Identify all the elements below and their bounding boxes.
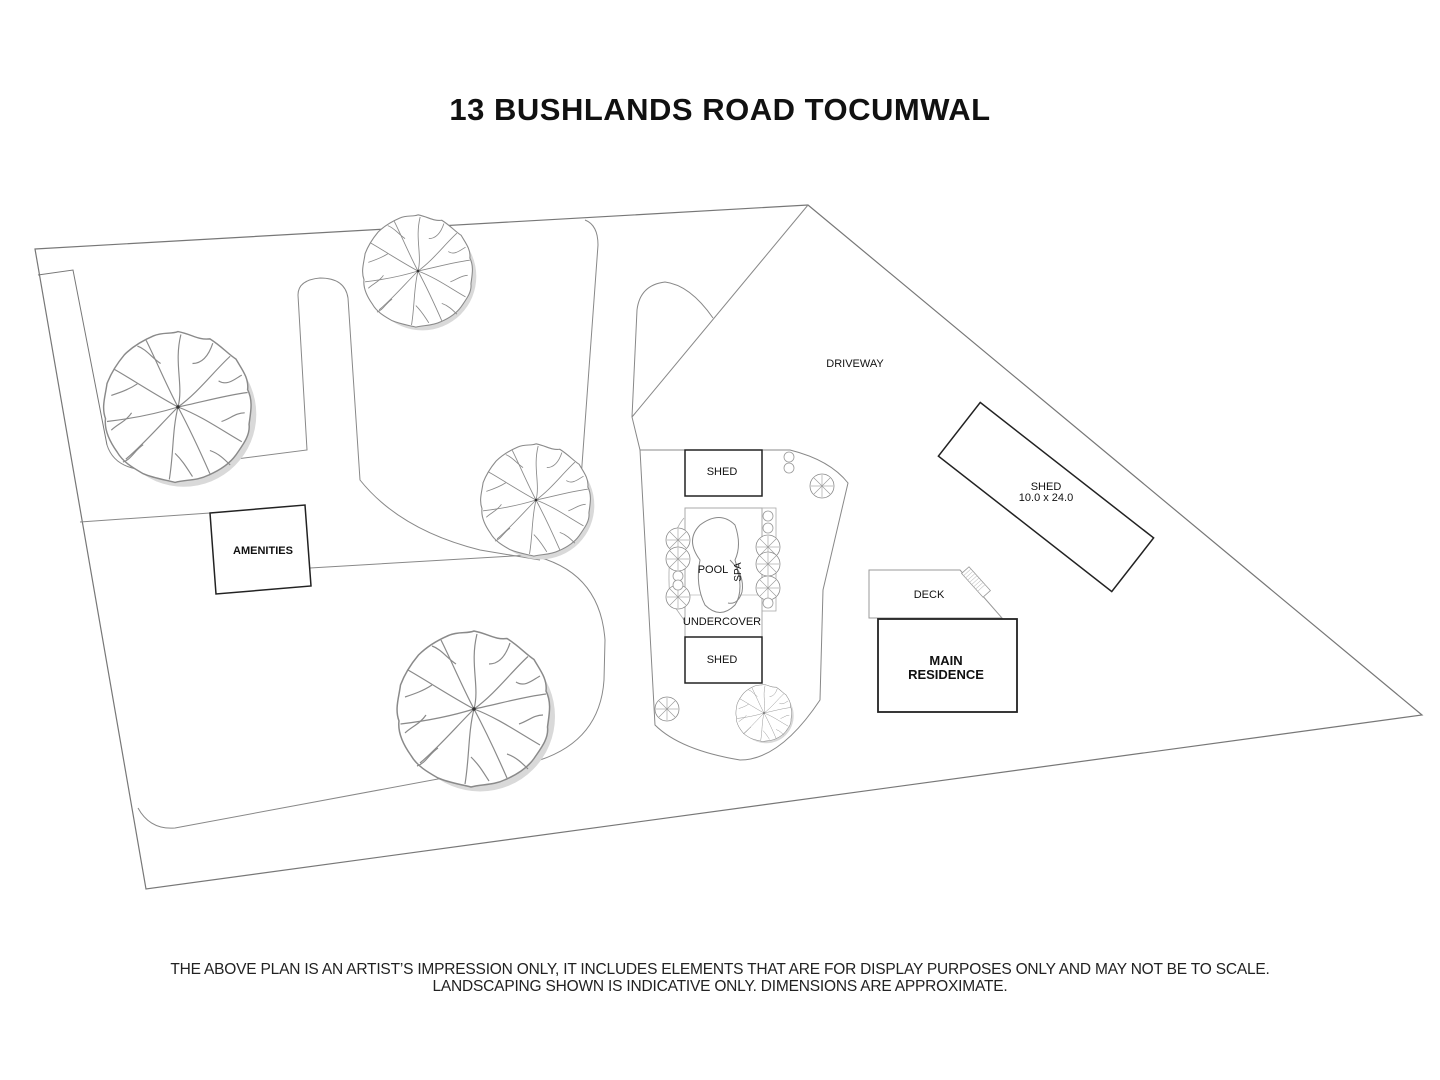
spa-label: SPA	[733, 562, 744, 582]
large-shed	[937, 401, 1155, 593]
shed-top	[684, 449, 763, 497]
driveway-label: DRIVEWAY	[826, 358, 884, 370]
shed-top-label: SHED	[707, 466, 738, 478]
pool-label: POOL	[698, 564, 729, 576]
garden-bed-center-divider	[577, 219, 599, 521]
garden-path-curve	[631, 281, 849, 761]
pool-shape	[692, 517, 741, 613]
left-strip-boundary	[37, 269, 108, 446]
main-residence-label-1: MAIN	[929, 653, 962, 668]
page-title: 13 BUSHLANDS ROAD TOCUMWAL	[449, 92, 991, 127]
amenities-divider	[79, 512, 211, 523]
disclaimer-line-2: LANDSCAPING SHOWN IS INDICATIVE ONLY. DI…	[432, 978, 1008, 995]
main-residence	[877, 618, 1018, 713]
amenities-building	[209, 504, 312, 595]
deck-steps	[961, 566, 991, 598]
undercover-label: UNDERCOVER	[683, 616, 761, 628]
shed-bottom	[684, 636, 763, 684]
deck-label: DECK	[914, 589, 945, 601]
amenities-label: AMENITIES	[233, 545, 293, 557]
disclaimer: THE ABOVE PLAN IS AN ARTIST’S IMPRESSION…	[0, 961, 1440, 995]
shed-bottom-label: SHED	[707, 654, 738, 666]
driveway-edge	[631, 204, 809, 418]
spa-shape	[727, 559, 743, 604]
disclaimer-line-1: THE ABOVE PLAN IS AN ARTIST’S IMPRESSION…	[170, 961, 1270, 978]
lawn-loop-path	[137, 554, 606, 829]
large-shed-label: SHED	[1031, 481, 1062, 493]
main-residence-label-2: RESIDENCE	[908, 667, 984, 682]
large-shed-dimensions: 10.0 x 24.0	[1019, 492, 1073, 504]
